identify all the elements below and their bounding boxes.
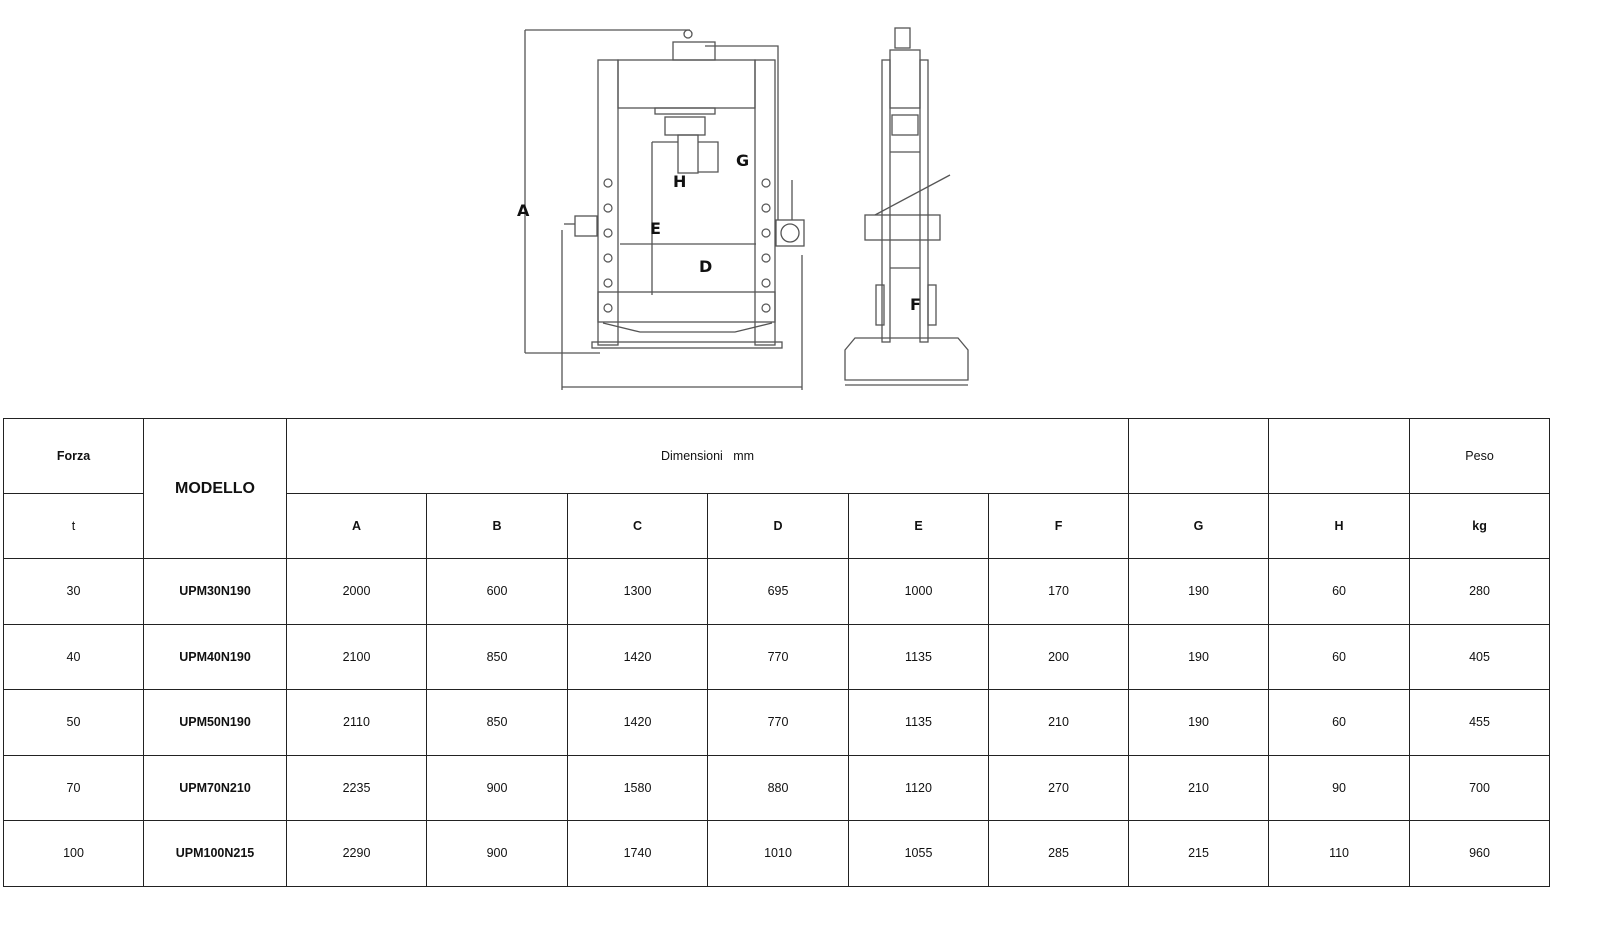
cell-dim-d: 770 — [707, 689, 849, 756]
cell-dim-c: 1420 — [567, 623, 708, 690]
label-d: D — [699, 257, 712, 276]
cell-dim-b: 900 — [426, 820, 568, 887]
cell-dim-g: 190 — [1128, 558, 1270, 625]
label-a: A — [517, 201, 530, 220]
cell-dim-f: 285 — [987, 820, 1130, 887]
cell-dim-e: 1055 — [848, 820, 989, 887]
cell-dim-g: 190 — [1128, 623, 1270, 690]
label-f: F — [910, 295, 921, 314]
cell-dim-b: 850 — [426, 689, 568, 756]
cell-dim-f: 200 — [987, 623, 1130, 690]
cell-peso: 960 — [1409, 820, 1551, 887]
specifications-table: Forza MODELLO Dimensioni mm Peso t A B C… — [3, 418, 1551, 887]
cell-forza: 100 — [3, 820, 144, 887]
cell-modello: UPM50N190 — [143, 689, 287, 756]
cell-dim-h: 60 — [1268, 558, 1411, 625]
cell-dim-g: 210 — [1128, 754, 1270, 821]
cell-dim-e: 1120 — [848, 754, 989, 821]
label-g: G — [736, 151, 749, 170]
cell-dim-e: 1000 — [848, 558, 989, 625]
header-modello: MODELLO — [143, 418, 287, 559]
cell-dim-a: 2000 — [286, 558, 427, 625]
header-peso: Peso — [1409, 418, 1551, 494]
cell-modello: UPM100N215 — [143, 820, 287, 887]
hydraulic-press-technical-drawing: A D E F G H — [517, 27, 969, 390]
cell-dim-b: 900 — [426, 754, 568, 821]
cell-dim-f: 270 — [987, 754, 1130, 821]
cell-dim-d: 695 — [707, 558, 849, 625]
cell-dim-d: 1010 — [707, 820, 849, 887]
header-dimensioni: Dimensioni mm — [285, 418, 1130, 494]
cell-peso: 280 — [1409, 558, 1551, 625]
cell-dim-c: 1580 — [567, 754, 708, 821]
header-dim-d: D — [707, 493, 849, 559]
header-empty — [1128, 418, 1270, 494]
cell-peso: 455 — [1409, 689, 1551, 756]
cell-modello: UPM30N190 — [143, 558, 287, 625]
cell-dim-b: 600 — [426, 558, 568, 625]
cell-dim-e: 1135 — [848, 689, 989, 756]
cell-forza: 50 — [3, 689, 144, 756]
cell-dim-a: 2110 — [286, 689, 427, 756]
header-unit-forza: t — [3, 493, 144, 559]
cell-peso: 405 — [1409, 623, 1551, 690]
header-dim-a: A — [286, 493, 427, 559]
cell-dim-h: 90 — [1268, 754, 1411, 821]
cell-dim-f: 210 — [987, 689, 1130, 756]
cell-dim-d: 770 — [707, 623, 849, 690]
header-empty — [1268, 418, 1411, 494]
header-dim-e: E — [848, 493, 989, 559]
cell-dim-a: 2100 — [286, 623, 427, 690]
cell-dim-h: 60 — [1268, 623, 1411, 690]
cell-forza: 70 — [3, 754, 144, 821]
header-dim-f: F — [987, 493, 1130, 559]
cell-modello: UPM70N210 — [143, 754, 287, 821]
cell-dim-c: 1740 — [567, 820, 708, 887]
header-dim-h: H — [1268, 493, 1411, 559]
header-forza: Forza — [3, 418, 144, 494]
cell-dim-c: 1300 — [567, 558, 708, 625]
cell-dim-e: 1135 — [848, 623, 989, 690]
header-unit-peso: kg — [1409, 493, 1551, 559]
cell-dim-b: 850 — [426, 623, 568, 690]
cell-dim-h: 110 — [1268, 820, 1411, 887]
cell-dim-g: 190 — [1128, 689, 1270, 756]
cell-dim-a: 2235 — [286, 754, 427, 821]
cell-dim-h: 60 — [1268, 689, 1411, 756]
cell-dim-c: 1420 — [567, 689, 708, 756]
cell-dim-d: 880 — [707, 754, 849, 821]
label-h: H — [673, 172, 686, 191]
cell-peso: 700 — [1409, 754, 1551, 821]
cell-dim-g: 215 — [1128, 820, 1270, 887]
cell-dim-a: 2290 — [286, 820, 427, 887]
label-e: E — [650, 219, 661, 238]
header-dim-g: G — [1128, 493, 1270, 559]
cell-forza: 30 — [3, 558, 144, 625]
header-dim-b: B — [426, 493, 568, 559]
cell-dim-f: 170 — [987, 558, 1130, 625]
cell-modello: UPM40N190 — [143, 623, 287, 690]
cell-forza: 40 — [3, 623, 144, 690]
header-dim-c: C — [567, 493, 708, 559]
